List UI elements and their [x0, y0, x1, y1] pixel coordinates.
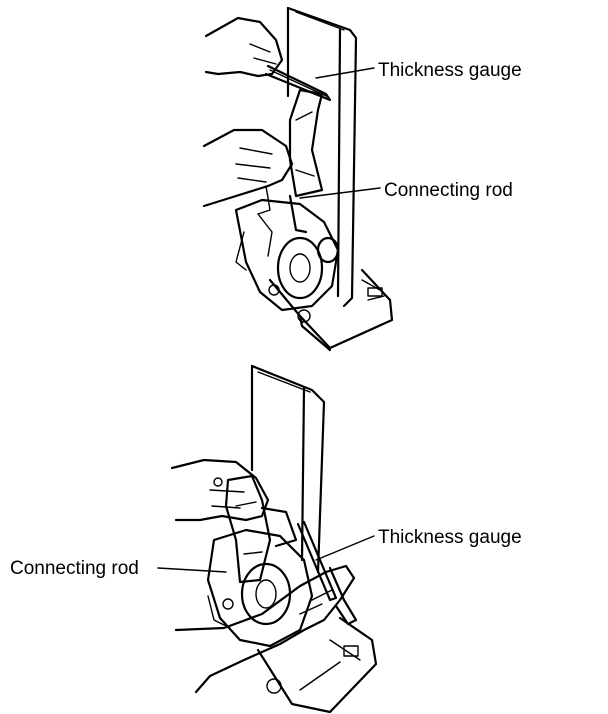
top-rod-leader-line [299, 187, 381, 199]
top-upper-hand [204, 16, 284, 78]
bottom-thickness-gauge-drawing [296, 520, 358, 626]
bottom-panel-drawing [170, 364, 378, 714]
bottom-gauge-leader-line [315, 535, 375, 561]
top-connecting-rod [288, 88, 324, 234]
bottom-base [256, 616, 378, 714]
top-thickness-gauge-label: Thickness gauge [378, 60, 522, 81]
top-connecting-rod-label: Connecting rod [384, 180, 513, 201]
top-crank-housing [234, 198, 340, 323]
bottom-rod-leader-line [157, 567, 227, 573]
bottom-connecting-rod-label: Connecting rod [10, 558, 139, 579]
bottom-upper-hand [170, 458, 270, 522]
bottom-stand-plate [250, 364, 326, 574]
bottom-thickness-gauge-label: Thickness gauge [378, 527, 522, 548]
top-panel-drawing [202, 6, 394, 352]
bottom-lower-hand [174, 564, 356, 694]
top-thickness-gauge-drawing [264, 64, 332, 102]
top-base [268, 268, 394, 352]
top-gauge-leader-line [315, 67, 375, 79]
top-lower-hand [202, 128, 294, 215]
